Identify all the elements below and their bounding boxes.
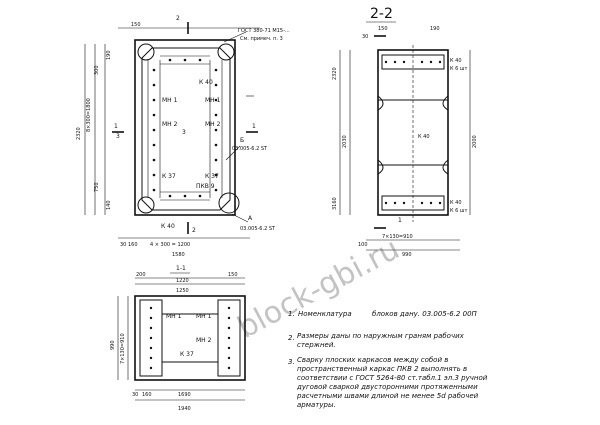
- s22-label-k40-top: К 40: [450, 58, 462, 64]
- s22-dim-2030: 2030: [342, 135, 348, 148]
- s22-dim-2000: 2000: [472, 135, 478, 148]
- label-mn2-right: МН 2: [205, 121, 221, 128]
- note-3-num: 3.: [288, 358, 295, 366]
- s11-label-mn1-left: МН 1: [166, 313, 182, 320]
- callout-b-code: 03.005-6.2 ST: [232, 146, 268, 152]
- label-mn1-right: МН 1: [205, 97, 221, 104]
- note-2-box: Размеры даны по наружным граням рабочих …: [297, 332, 464, 349]
- s22-dim-990: 990: [402, 252, 412, 258]
- plan-rebar-dots: [152, 58, 218, 198]
- watermark-text: block-gbi.ru: [232, 231, 405, 345]
- label-mn1-left: МН 1: [162, 97, 178, 104]
- s11-label-mn1-right: МН 1: [196, 313, 212, 320]
- section22-rebar-dots: [384, 60, 442, 205]
- s22-dim-7x130: 7×130=910: [382, 234, 413, 240]
- dim-vertical-140: 140: [106, 200, 112, 210]
- s11-dim-30: 30: [132, 392, 138, 398]
- section-2-2: 2-2 150 30 190 К 40 К 6 шт: [332, 6, 478, 258]
- note-1-num: 1.: [288, 310, 295, 318]
- note-3-box: Сварку плоских каркасов между собой в пр…: [297, 356, 488, 409]
- label-k40-top: К 40: [199, 79, 213, 86]
- dim-4x300: 4 × 300 = 1200: [150, 242, 190, 248]
- s11-dim-150: 150: [228, 272, 238, 278]
- s11-dim-160: 160: [142, 392, 152, 398]
- plan-section-mark-top: 2: [176, 15, 180, 22]
- s11-dim-1940: 1940: [178, 406, 191, 412]
- note-2-num: 2.: [288, 334, 295, 342]
- s11-dim-1220: 1220: [176, 278, 189, 284]
- callout-b-title: Б: [240, 137, 244, 144]
- plan-cut-mark-right: 1: [252, 123, 256, 130]
- section-2-2-title: 2-2: [370, 6, 393, 22]
- dim-150-top: 150: [131, 22, 141, 28]
- callout-spec-note: См. примеч. п. 3: [240, 36, 283, 42]
- dim-vertical-1800: 8×300=1800: [86, 98, 92, 132]
- note-2-text: Размеры даны по наружным граням рабочих …: [297, 332, 464, 349]
- dim-vertical-190: 190: [106, 50, 112, 60]
- label-k40-bottom: К 40: [161, 223, 175, 230]
- label-pkv9: ПКВ 9: [196, 183, 215, 190]
- dim-vertical-750: 750: [94, 182, 100, 192]
- dim-vertical-2320: 2320: [76, 127, 82, 140]
- label-k37-left: К 37: [162, 173, 176, 180]
- dim-total-1580: 1580: [172, 252, 185, 258]
- s11-label-mn2: МН 2: [196, 337, 212, 344]
- plan-cut-mark-left: 1: [114, 123, 118, 130]
- label-three: 3: [182, 129, 186, 136]
- s11-dim-990: 990: [110, 340, 116, 350]
- s22-dim-190: 190: [430, 26, 440, 32]
- s22-label-k40: К 40: [418, 134, 430, 140]
- s22-mark-1: 1: [398, 217, 402, 224]
- section-1-1-title: 1-1: [176, 265, 186, 272]
- s22-label-k6-bottom: К 6 шт: [450, 208, 467, 214]
- note-3-text: Сварку плоских каркасов между собой в пр…: [297, 356, 488, 409]
- s11-label-k37: К 37: [180, 351, 194, 358]
- note-1-extra: блоков дану. 03.005-6.2 00П: [372, 310, 478, 318]
- label-k37-right: К 37: [205, 173, 219, 180]
- notes-block: 1. Номенклатура блоков дану. 03.005-6.2 …: [288, 310, 488, 409]
- label-mn2-left: МН 2: [162, 121, 178, 128]
- plan-section-mark-bottom: 2: [192, 227, 196, 234]
- s22-dim-100: 100: [358, 242, 368, 248]
- s22-dim-2320: 2320: [332, 67, 338, 80]
- dim-vertical-300: 300: [94, 65, 100, 75]
- note-1-text: Номенклатура: [298, 310, 352, 318]
- s22-dim-3160: 3160: [332, 197, 338, 210]
- s11-dim-7x130: 7×130=910: [120, 333, 126, 364]
- section11-rebar-dots: [149, 306, 231, 370]
- s11-dim-1690: 1690: [178, 392, 191, 398]
- callout-a-title: А: [248, 215, 253, 222]
- s11-dim-200: 200: [136, 272, 146, 278]
- section-1-1: 1-1 200 1220 1250 150 МН 1 МН 1 МН 2 К: [110, 265, 246, 412]
- s22-dim-150: 150: [378, 26, 388, 32]
- dim-160: 160: [128, 242, 138, 248]
- callout-spec: ГОСТ 380-71 М15-...: [238, 28, 290, 34]
- dim-label-3: 3: [116, 133, 120, 140]
- s22-label-k40-bottom: К 40: [450, 200, 462, 206]
- plan-view: 2 2 1 1 150 К 40 МН 1 МН 1 МН 2 МН 2 3 К…: [76, 15, 290, 258]
- s22-label-k6-top: К 6 шт: [450, 66, 467, 72]
- s22-dim-30: 30: [362, 34, 368, 40]
- s11-dim-1250: 1250: [176, 288, 189, 294]
- dim-30: 30: [120, 242, 126, 248]
- callout-a-code: 03.005-6.2 ST: [240, 226, 276, 232]
